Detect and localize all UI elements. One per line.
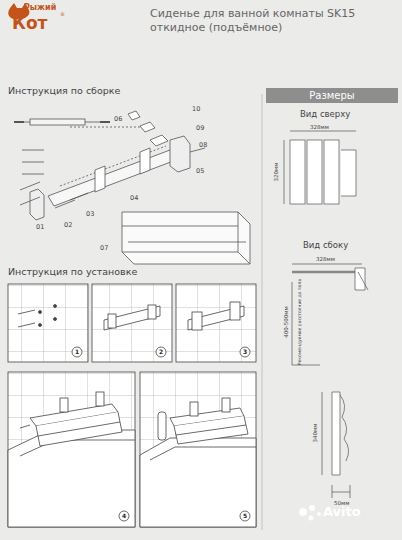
step-number: 1 (75, 349, 79, 356)
step-number: 4 (122, 513, 126, 520)
callout-number: 03 (86, 211, 94, 218)
section-heading: Инструкция по установке (8, 267, 137, 277)
view-heading: Вид сбоку (303, 241, 348, 250)
avito-icon (299, 505, 321, 521)
note: Рекомендуемое расстояние до пола (298, 279, 303, 365)
dimension: 328мм (316, 256, 335, 262)
step-number: 5 (243, 513, 247, 520)
callout-number: 08 (199, 142, 207, 149)
step-number: 2 (159, 349, 163, 356)
assembly-drawing (14, 111, 250, 264)
logo-text: Кот (12, 14, 47, 33)
callout-number: 07 (100, 245, 108, 252)
view-heading: Вид сверху (300, 110, 350, 119)
band-title: Размеры (309, 90, 354, 101)
watermark: Avito (323, 505, 361, 519)
logo-text: Рыжий (24, 4, 56, 13)
band-box: Размеры (266, 88, 398, 103)
title: Сиденье для ванной комнаты SK15 откидное… (150, 7, 390, 35)
dimension: 320мм (273, 163, 279, 182)
callout-number: 09 (196, 125, 204, 132)
installation-panels (8, 284, 256, 527)
dimension: 340мм (312, 424, 318, 443)
dimension: 328мм (310, 124, 329, 130)
logo-mark: ® (60, 12, 65, 18)
callout-number: 10 (192, 106, 200, 113)
step-number: 3 (243, 349, 247, 356)
dimension: 400-500мм (283, 306, 289, 337)
callout-number: 02 (64, 222, 72, 229)
callout-number: 05 (196, 168, 204, 175)
callout-number: 06 (114, 116, 122, 123)
dimension-views (262, 94, 368, 530)
callout-number: 01 (36, 224, 44, 231)
section-heading: Инструкция по сборке (8, 86, 120, 96)
callout-number: 04 (130, 195, 138, 202)
